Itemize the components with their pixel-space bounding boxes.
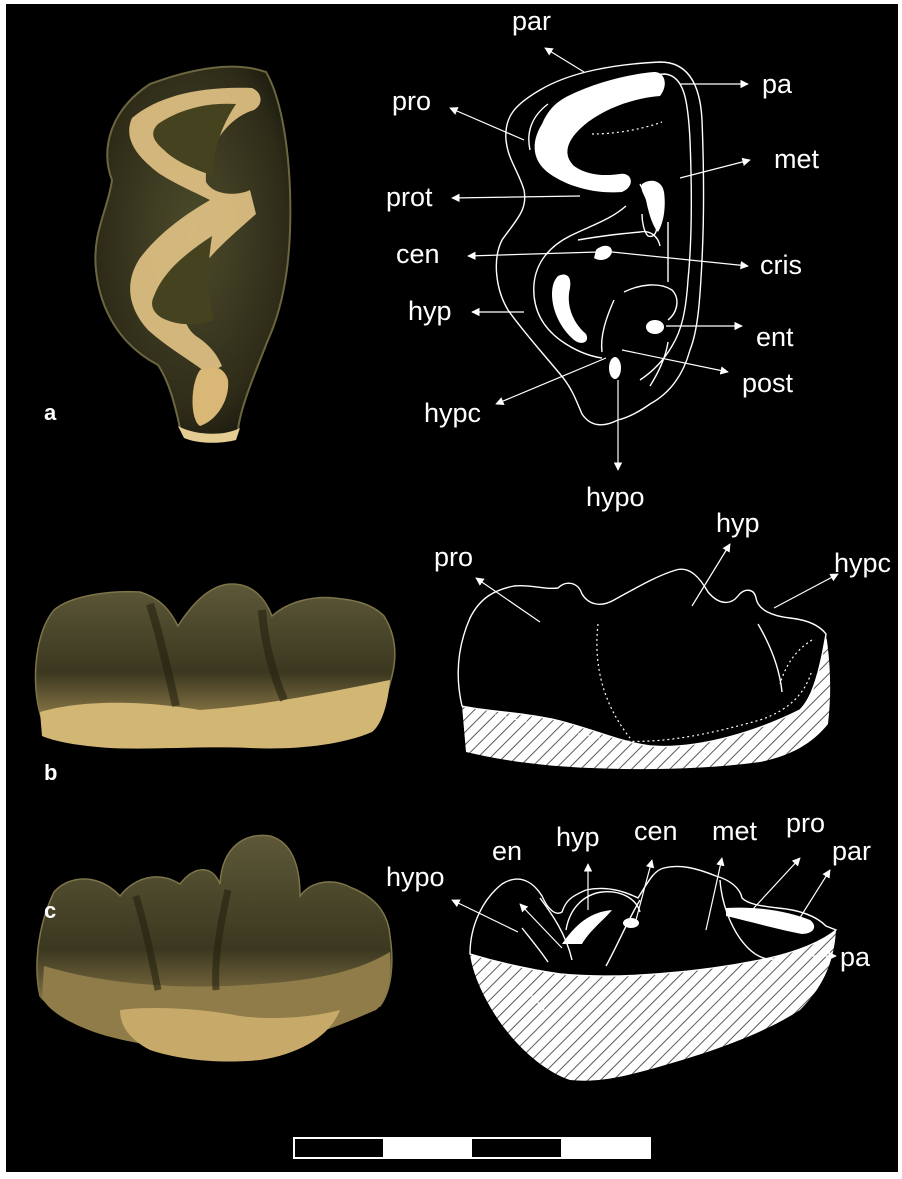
label-b-pro: pro — [434, 542, 473, 572]
label-a-pro: pro — [392, 86, 431, 116]
label-a-met: met — [774, 144, 820, 174]
label-b-hyp: hyp — [716, 508, 760, 538]
label-a-hypc: hypc — [424, 398, 481, 428]
label-a-par: par — [512, 6, 551, 36]
panel-letter-a: a — [44, 400, 57, 425]
label-c-en: en — [492, 836, 522, 866]
label-c-par: par — [832, 836, 871, 866]
label-a-cen: cen — [396, 239, 440, 269]
label-a-cris: cris — [760, 250, 802, 280]
label-a-hypo: hypo — [586, 482, 645, 512]
label-a-ent: ent — [756, 322, 794, 352]
label-c-pro: pro — [786, 808, 825, 838]
panel-b-photo — [36, 584, 395, 749]
panel-letter-b: b — [44, 760, 57, 785]
label-b-hypc: hypc — [834, 548, 891, 578]
label-c-met: met — [712, 816, 758, 846]
label-c-hypo: hypo — [386, 862, 445, 892]
scale-bar-segment — [383, 1139, 472, 1157]
label-a-pa: pa — [762, 69, 793, 99]
scale-bar-segment — [561, 1139, 649, 1157]
label-c-pa: pa — [840, 942, 871, 972]
scale-bar — [294, 1138, 650, 1158]
label-a-post: post — [742, 368, 794, 398]
label-a-hyp: hyp — [408, 296, 452, 326]
panel-letter-c: c — [44, 898, 56, 923]
label-a-prot: prot — [386, 182, 433, 212]
label-c-hyp: hyp — [556, 822, 600, 852]
label-c-cen: cen — [634, 816, 678, 846]
